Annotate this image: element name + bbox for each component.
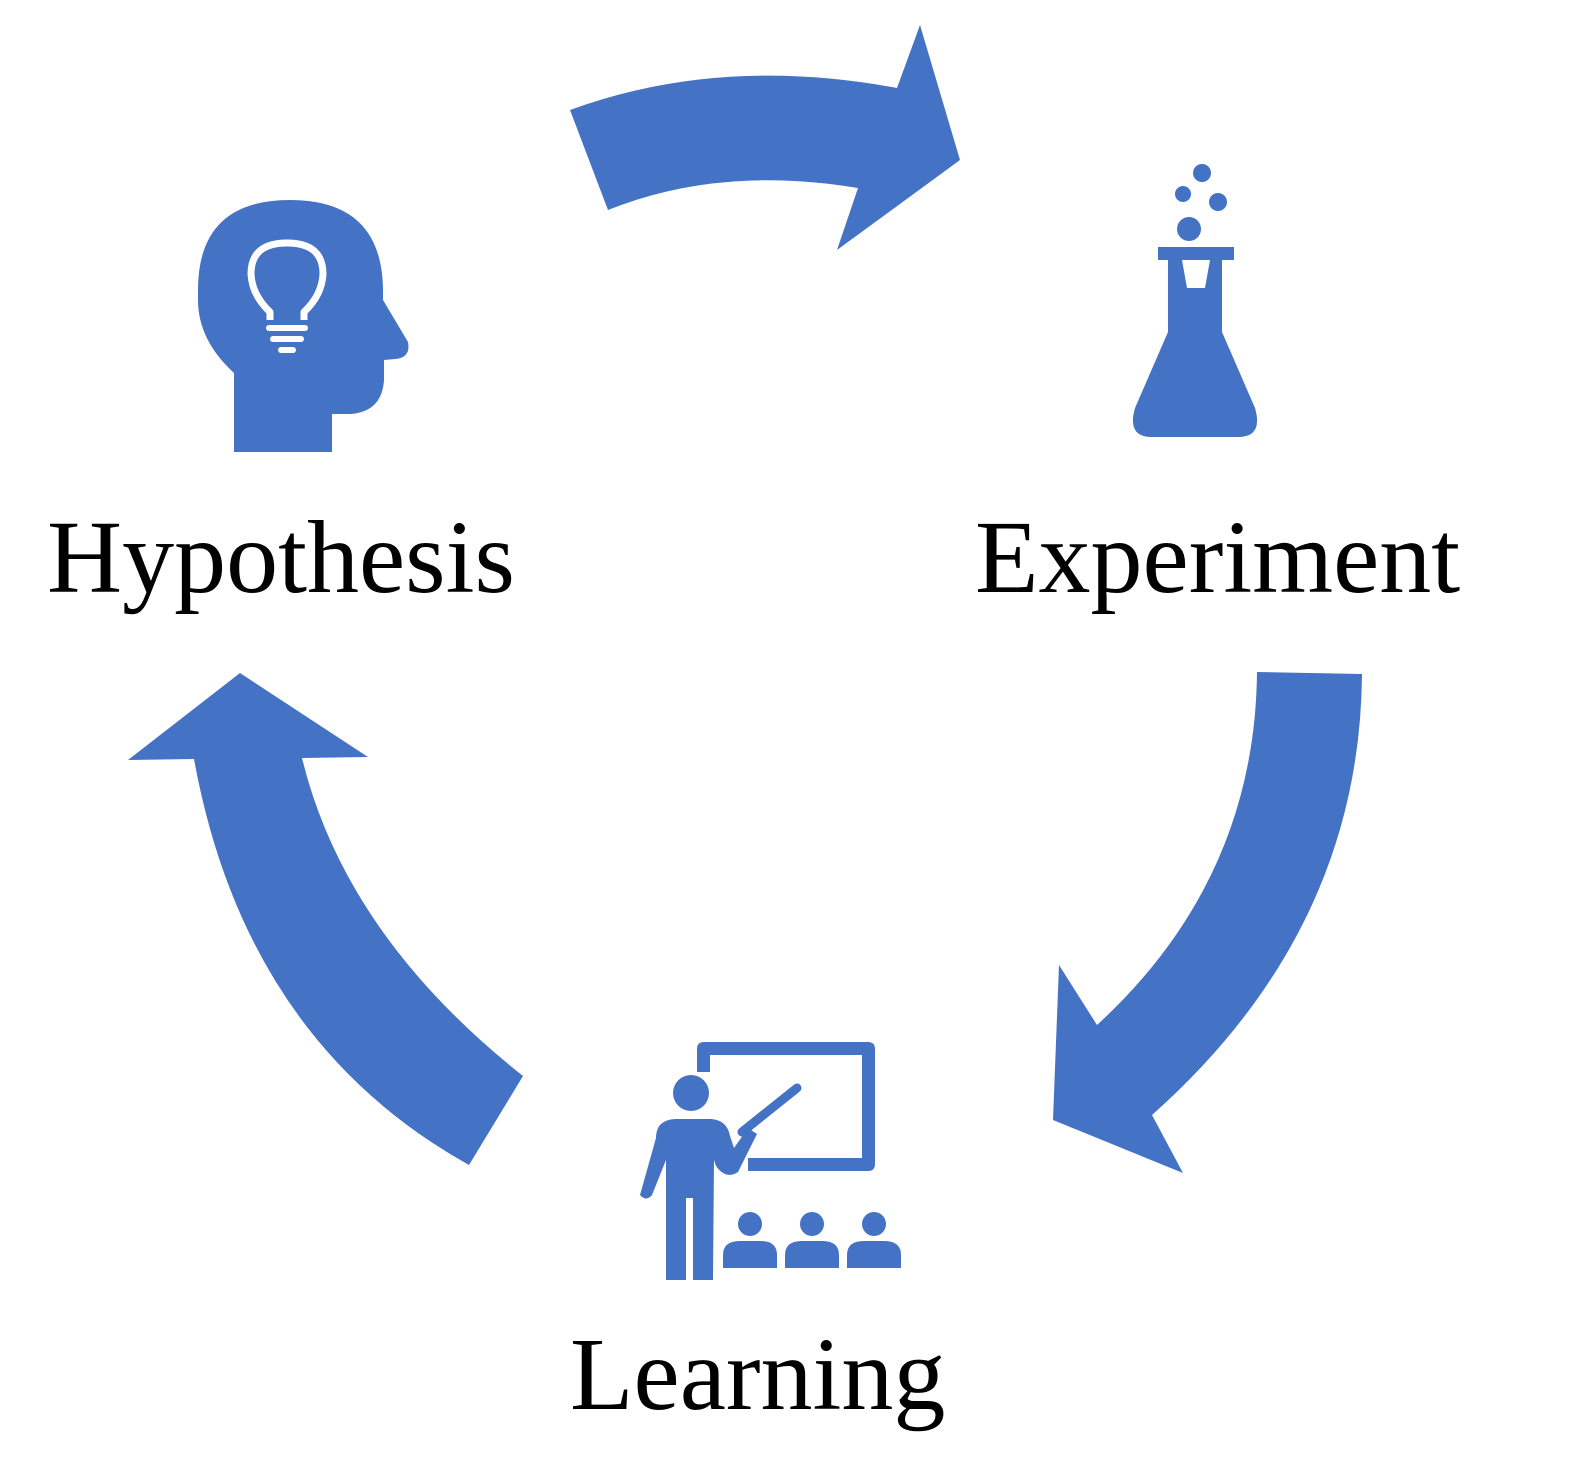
arrow-experiment-to-learning [1053, 672, 1362, 1173]
arrow-hypothesis-to-experiment [570, 25, 960, 250]
learning-label: Learning [570, 1317, 946, 1432]
head-lightbulb-icon [198, 200, 409, 452]
arrow-learning-to-hypothesis [128, 673, 523, 1165]
flask-icon [1132, 164, 1258, 437]
teacher-presentation-icon [640, 1042, 901, 1280]
hypothesis-label: Hypothesis [47, 500, 515, 615]
experiment-label: Experiment [975, 500, 1461, 615]
